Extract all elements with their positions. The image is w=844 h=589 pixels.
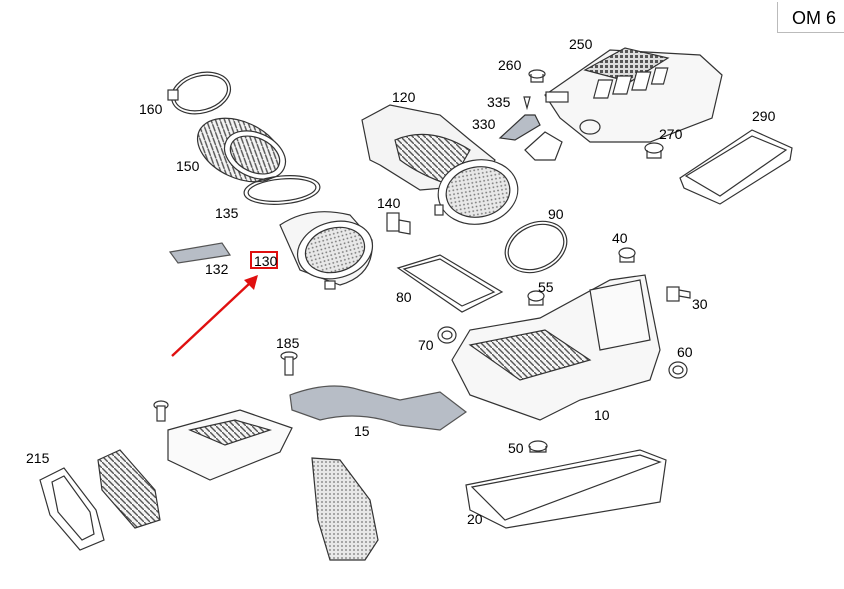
label-215[interactable]: 215: [26, 450, 50, 466]
filter-housing-10: [451, 274, 661, 421]
label-30[interactable]: 30: [692, 296, 708, 312]
duct-15: [289, 385, 468, 431]
label-160[interactable]: 160: [139, 101, 163, 117]
highlight-box-130[interactable]: [250, 251, 278, 269]
seal-90: [504, 220, 568, 274]
intake-housing-120: [361, 104, 519, 225]
sensor-30: [666, 286, 691, 302]
label-250[interactable]: 250: [569, 36, 593, 52]
label-15[interactable]: 15: [354, 423, 370, 439]
clip-335: [523, 96, 531, 111]
clip-small: [153, 400, 169, 422]
engine-code-tag: OM 6: [777, 2, 844, 33]
label-185[interactable]: 185: [276, 335, 300, 351]
engine-cover-250: [544, 47, 723, 143]
label-40[interactable]: 40: [612, 230, 628, 246]
filter-element-20: [465, 449, 667, 529]
label-120[interactable]: 120: [392, 89, 416, 105]
label-50[interactable]: 50: [508, 440, 524, 456]
mesh-shield: [311, 457, 379, 561]
air-duct-ribbed: [167, 409, 293, 481]
label-80[interactable]: 80: [396, 289, 412, 305]
grommet-60: [668, 361, 688, 379]
air-intake-130: [279, 211, 374, 290]
label-132[interactable]: 132: [205, 261, 229, 277]
label-10[interactable]: 10: [594, 407, 610, 423]
label-135[interactable]: 135: [215, 205, 239, 221]
label-55[interactable]: 55: [538, 279, 554, 295]
label-150[interactable]: 150: [176, 158, 200, 174]
label-130[interactable]: 130: [254, 253, 278, 269]
label-260[interactable]: 260: [498, 57, 522, 73]
grille: [97, 449, 161, 529]
highlight-arrow: [171, 275, 258, 357]
clamp-160: [167, 71, 232, 115]
label-90[interactable]: 90: [548, 206, 564, 222]
pad-132: [168, 242, 232, 264]
label-140[interactable]: 140: [377, 195, 401, 211]
label-290[interactable]: 290: [752, 108, 776, 124]
clamp-135: [243, 175, 321, 205]
sensor-140: [386, 212, 411, 235]
grommet-260: [528, 69, 546, 83]
label-60[interactable]: 60: [677, 344, 693, 360]
label-20[interactable]: 20: [467, 511, 483, 527]
bellows-hose-150: [196, 117, 287, 183]
label-330[interactable]: 330: [472, 116, 496, 132]
label-270[interactable]: 270: [659, 126, 683, 142]
bracket-330: [498, 114, 563, 161]
grommet-55: [527, 290, 545, 306]
cover-290: [679, 129, 793, 205]
grommet-270: [644, 142, 664, 159]
grommet-70: [437, 326, 457, 344]
frame-215: [39, 467, 105, 551]
label-335[interactable]: 335: [487, 94, 511, 110]
clip-185: [280, 351, 298, 376]
engine-code: OM 6: [792, 8, 837, 28]
grommet-50: [528, 440, 548, 453]
grommet-40: [618, 247, 636, 263]
gasket-80: [396, 254, 504, 313]
label-70[interactable]: 70: [418, 337, 434, 353]
